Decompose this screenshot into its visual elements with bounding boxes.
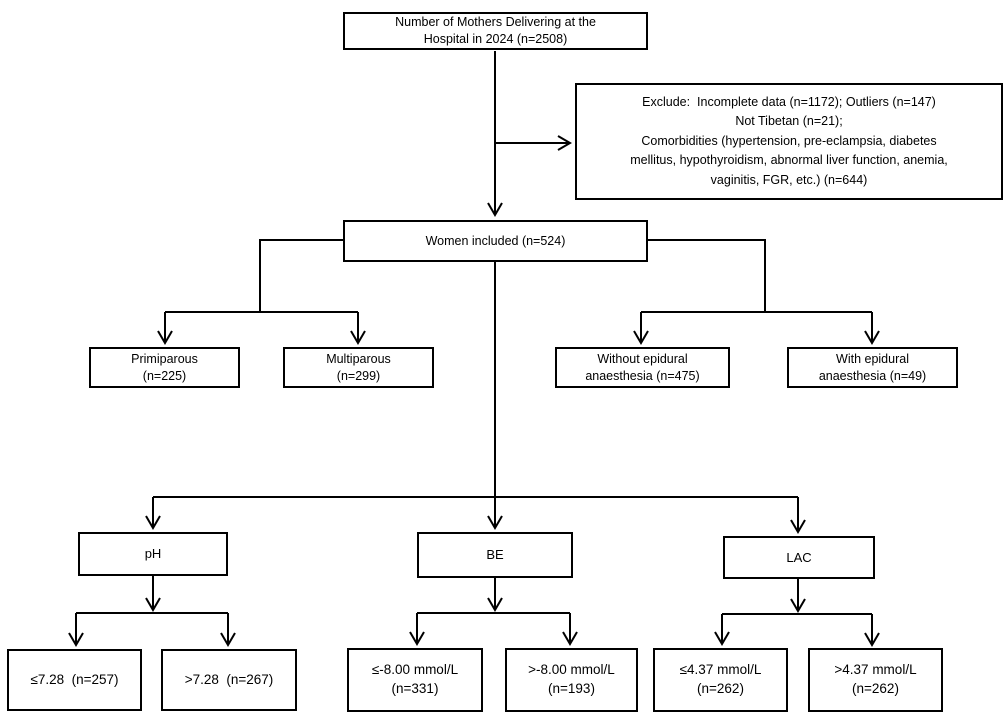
edge-women-to-gas-measures [145, 262, 806, 534]
node-be-low: ≤-8.00 mmol/L (n=331) [347, 648, 483, 712]
node-lac-low-text: ≤4.37 mmol/L [679, 662, 762, 678]
node-lac-text: LAC [786, 549, 812, 565]
node-multiparous-text: Multiparous [326, 352, 391, 366]
node-without-epidural-text: Without epidural [597, 352, 688, 366]
node-primiparous-text: (n=225) [142, 368, 187, 383]
node-lac-high-text: >4.37 mmol/L [834, 662, 917, 678]
node-ph-low-text: ≤7.28 (n=257) [30, 671, 119, 687]
node-ph: pH [78, 532, 228, 576]
node-top-text: Hospital in 2024 (n=2508) [423, 32, 568, 46]
node-be-high-text: >-8.00 mmol/L [528, 662, 615, 678]
node-ph-low: ≤7.28 (n=257) [7, 649, 142, 711]
node-exclude-text: vaginitis, FGR, etc.) (n=644) [710, 172, 868, 187]
node-multiparous: Multiparous (n=299) [283, 347, 434, 388]
node-top-text: Number of Mothers Delivering at the [395, 14, 596, 29]
node-lac: LAC [723, 536, 875, 579]
edge-be-split [409, 578, 578, 646]
node-top: Number of Mothers Delivering at the Hosp… [343, 12, 648, 50]
node-women-included-text: Women included (n=524) [425, 233, 566, 248]
node-primiparous: Primiparous (n=225) [89, 347, 240, 388]
node-lac-low: ≤4.37 mmol/L (n=262) [653, 648, 788, 712]
node-exclude-text: Not Tibetan (n=21); [735, 114, 843, 129]
node-be-low-text: (n=331) [391, 681, 439, 696]
node-without-epidural-text: anaesthesia (n=475) [585, 368, 700, 383]
node-exclude-text: mellitus, hypothyroidism, abnormal liver… [630, 153, 948, 168]
edge-women-to-epidural [633, 239, 880, 345]
node-multiparous-text: (n=299) [336, 368, 381, 383]
node-with-epidural: With epidural anaesthesia (n=49) [787, 347, 958, 388]
node-lac-high-text: (n=262) [852, 681, 899, 696]
node-exclude-text: Exclude: Incomplete data (n=1172); Outli… [642, 95, 936, 110]
node-exclude: Exclude: Incomplete data (n=1172); Outli… [575, 83, 1003, 200]
node-be-text: BE [486, 547, 504, 563]
edge-lac-split [714, 579, 880, 647]
node-ph-high: >7.28 (n=267) [161, 649, 297, 711]
node-women-included: Women included (n=524) [343, 220, 648, 262]
node-with-epidural-text: With epidural [836, 352, 909, 366]
node-without-epidural: Without epidural anaesthesia (n=475) [555, 347, 730, 388]
node-be-low-text: ≤-8.00 mmol/L [371, 662, 459, 678]
node-primiparous-text: Primiparous [131, 352, 198, 366]
node-be-high: >-8.00 mmol/L (n=193) [505, 648, 638, 712]
node-exclude-text: Comorbidities (hypertension, pre-eclamps… [641, 133, 937, 148]
node-ph-high-text: >7.28 (n=267) [184, 671, 274, 687]
node-with-epidural-text: anaesthesia (n=49) [818, 368, 927, 383]
node-be-high-text: (n=193) [548, 681, 595, 696]
node-lac-low-text: (n=262) [697, 681, 744, 696]
node-be: BE [417, 532, 573, 578]
node-ph-text: pH [144, 546, 162, 562]
edge-women-to-parity [157, 239, 366, 345]
edge-ph-split [68, 576, 236, 647]
node-lac-high: >4.37 mmol/L (n=262) [808, 648, 943, 712]
